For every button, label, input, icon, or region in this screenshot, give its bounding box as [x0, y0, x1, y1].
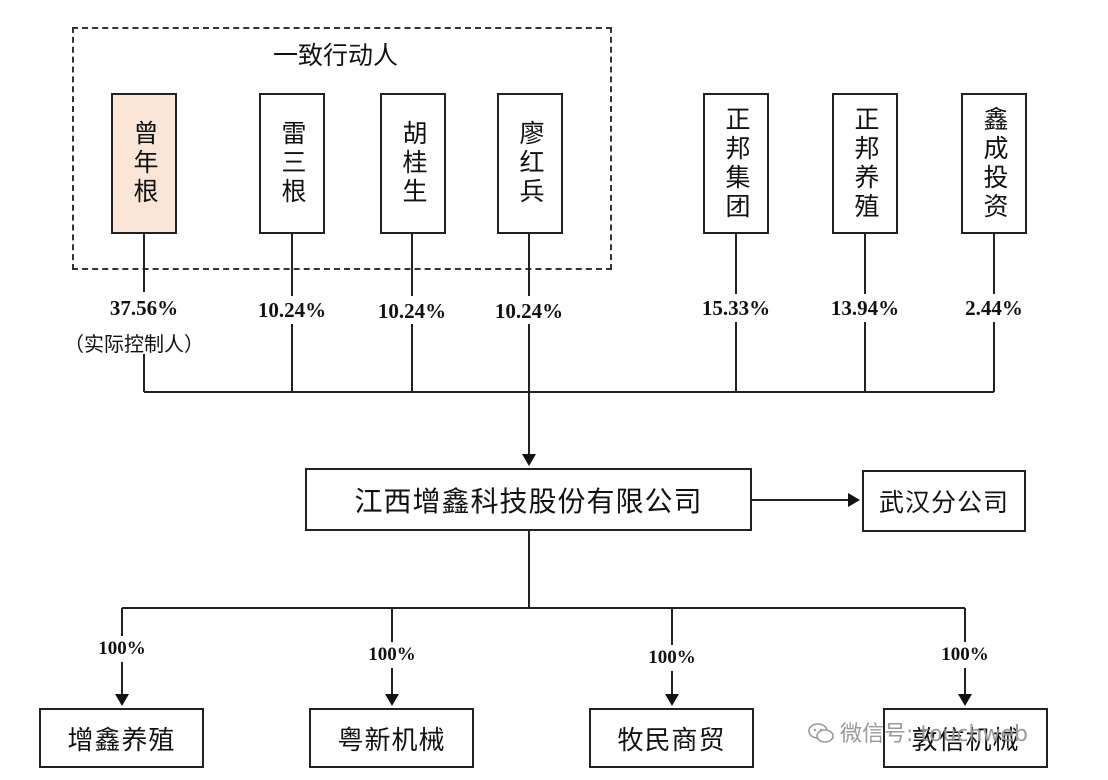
shareholding-pct: 10.24%: [377, 299, 447, 323]
subsidiary-name: 敦信机械: [911, 725, 1020, 756]
shareholder-box-zhengbang-breeding: 正邦养殖: [832, 93, 898, 234]
branch-name: 武汉分公司: [878, 488, 1009, 517]
watermark-text: 微信号: touchweb: [840, 722, 1028, 747]
subsidiary-box-yuexin-machinery: 粤新机械: [309, 708, 474, 768]
shareholder-name: 胡桂生: [399, 120, 428, 207]
subsidiary-box-zengxin-breeding: 增鑫养殖: [39, 708, 204, 768]
group-label: 一致行动人: [273, 41, 399, 70]
actual-controller-note: （实际控制人）: [64, 332, 204, 356]
shareholder-box-xincheng-investment: 鑫成投资: [961, 93, 1027, 234]
shareholder-name: 曾年根: [130, 120, 159, 207]
shareholder-box-zeng-niangen: 曾年根: [111, 93, 177, 234]
subsidiary-pct: 100%: [648, 647, 696, 668]
shareholder-box-zhengbang-group: 正邦集团: [703, 93, 769, 234]
subsidiary-pct: 100%: [368, 644, 416, 665]
subsidiary-pct: 100%: [941, 644, 989, 665]
shareholding-pct: 13.94%: [830, 296, 900, 320]
subsidiary-box-dunxin-machinery: 敦信机械: [883, 708, 1048, 768]
concerted-parties-group: [72, 27, 612, 270]
wechat-icon: [808, 722, 834, 744]
shareholder-box-hu-guisheng: 胡桂生: [380, 93, 446, 234]
subsidiary-box-mumin-trading: 牧民商贸: [589, 708, 754, 768]
shareholding-pct: 10.24%: [257, 298, 327, 322]
company-box: 江西增鑫科技股份有限公司: [305, 468, 752, 531]
shareholder-box-liao-hongbing: 廖红兵: [497, 93, 563, 234]
shareholding-pct: 10.24%: [494, 299, 564, 323]
shareholder-name: 正邦养殖: [851, 105, 880, 222]
wechat-watermark: 微信号: touchweb: [808, 716, 1028, 748]
subsidiary-name: 牧民商贸: [617, 725, 726, 756]
shareholder-name: 正邦集团: [722, 105, 751, 222]
shareholding-pct: 15.33%: [701, 296, 771, 320]
branch-box: 武汉分公司: [862, 470, 1026, 532]
company-name: 江西增鑫科技股份有限公司: [354, 484, 703, 518]
shareholder-box-lei-sangen: 雷三根: [259, 93, 325, 234]
shareholding-pct: 37.56%: [109, 296, 179, 320]
subsidiary-name: 增鑫养殖: [67, 725, 176, 756]
shareholder-name: 雷三根: [278, 120, 307, 207]
subsidiary-pct: 100%: [98, 638, 146, 659]
shareholder-name: 鑫成投资: [980, 105, 1009, 222]
subsidiary-name: 粤新机械: [337, 725, 446, 756]
shareholder-name: 廖红兵: [516, 120, 545, 207]
shareholding-pct: 2.44%: [965, 296, 1023, 320]
